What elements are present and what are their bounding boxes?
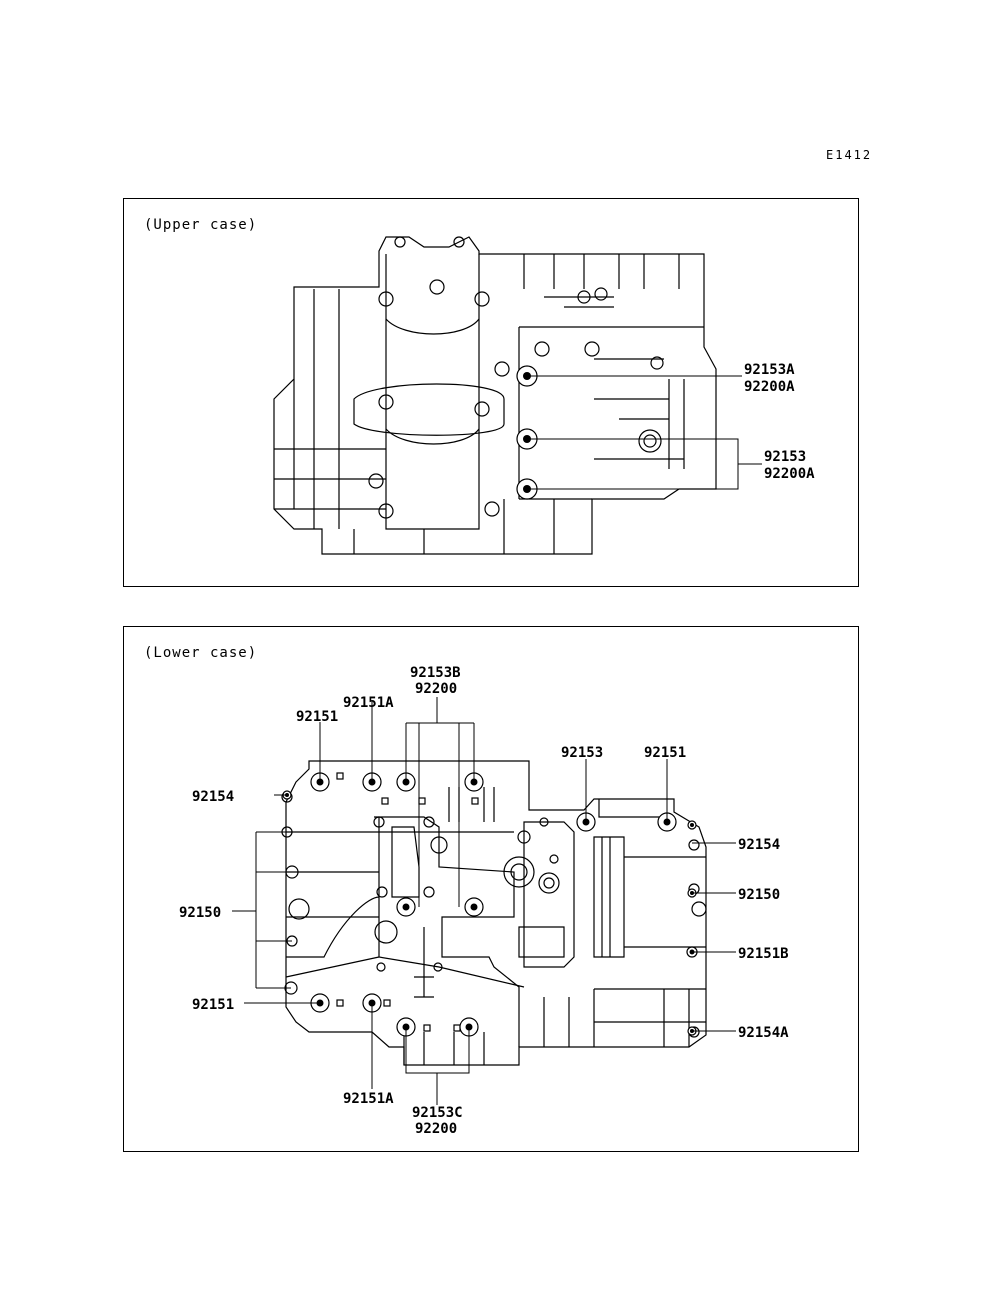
lower-label-92151a-top: 92151A [343,695,394,711]
lower-label-92154a-right: 92154A [738,1025,789,1041]
upper-label-92200a-2: 92200A [764,466,815,482]
upper-leader-lines [527,375,762,490]
upper-label-92153: 92153 [764,449,806,465]
lower-label-92153c: 92153C [412,1105,463,1121]
diagram-code: E1412 [826,148,873,162]
lower-label-92200-top: 92200 [415,681,457,697]
lower-label-92150-right: 92150 [738,887,780,903]
lower-label-92151-top: 92151 [296,709,338,725]
lower-leader-lines [232,697,736,1105]
upper-label-92200a-1: 92200A [744,379,795,395]
lower-label-92154-left: 92154 [192,789,234,805]
lower-crankcase-outline [285,760,707,1066]
upper-crankcase-outline [273,236,717,555]
upper-case-drawing: 92153A 92200A 92153 92200A [273,236,815,555]
lower-label-92151b-right: 92151B [738,946,789,962]
lower-label-92151a-bottom: 92151A [343,1091,394,1107]
upper-case-title: (Upper case) [144,217,258,233]
lower-label-92153b: 92153B [410,665,461,681]
lower-case-drawing: 92153B 92200 92151A 92151 92154 92150 92… [179,665,789,1137]
lower-label-92151-right: 92151 [644,745,686,761]
upper-case-panel: (Upper case) [123,198,859,587]
upper-small-bolts [368,236,664,519]
lower-label-92153-right: 92153 [561,745,603,761]
lower-label-92150-left: 92150 [179,905,221,921]
lower-case-panel: (Lower case) [123,626,859,1152]
lower-small-bolts [281,791,707,1038]
lower-label-92151-left: 92151 [192,997,234,1013]
lower-case-title: (Lower case) [144,645,258,661]
lower-label-92154-right: 92154 [738,837,780,853]
lower-highlighted-bolts [282,772,698,1037]
lower-label-92200-bottom: 92200 [415,1121,457,1137]
upper-highlighted-bolts [516,365,538,500]
upper-label-92153a: 92153A [744,362,795,378]
